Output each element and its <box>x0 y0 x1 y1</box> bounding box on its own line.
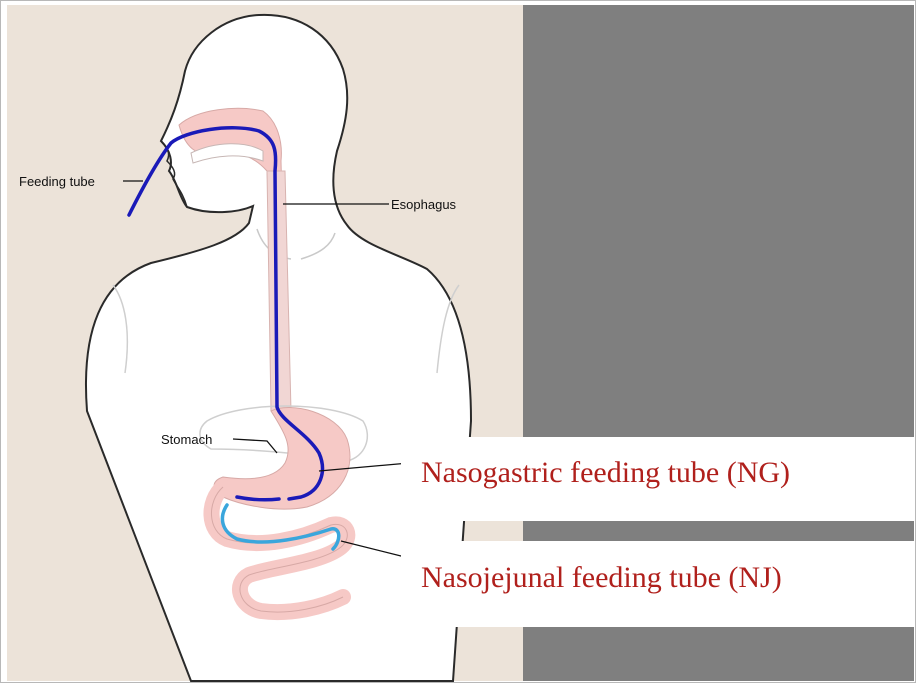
feeding-tube-label: Feeding tube <box>19 174 95 189</box>
ng-callout-text: Nasogastric feeding tube (NG) <box>421 456 790 490</box>
esophagus-label: Esophagus <box>391 197 457 212</box>
stomach-label: Stomach <box>161 432 212 447</box>
nj-callout-text: Nasojejunal feeding tube (NJ) <box>421 561 782 595</box>
